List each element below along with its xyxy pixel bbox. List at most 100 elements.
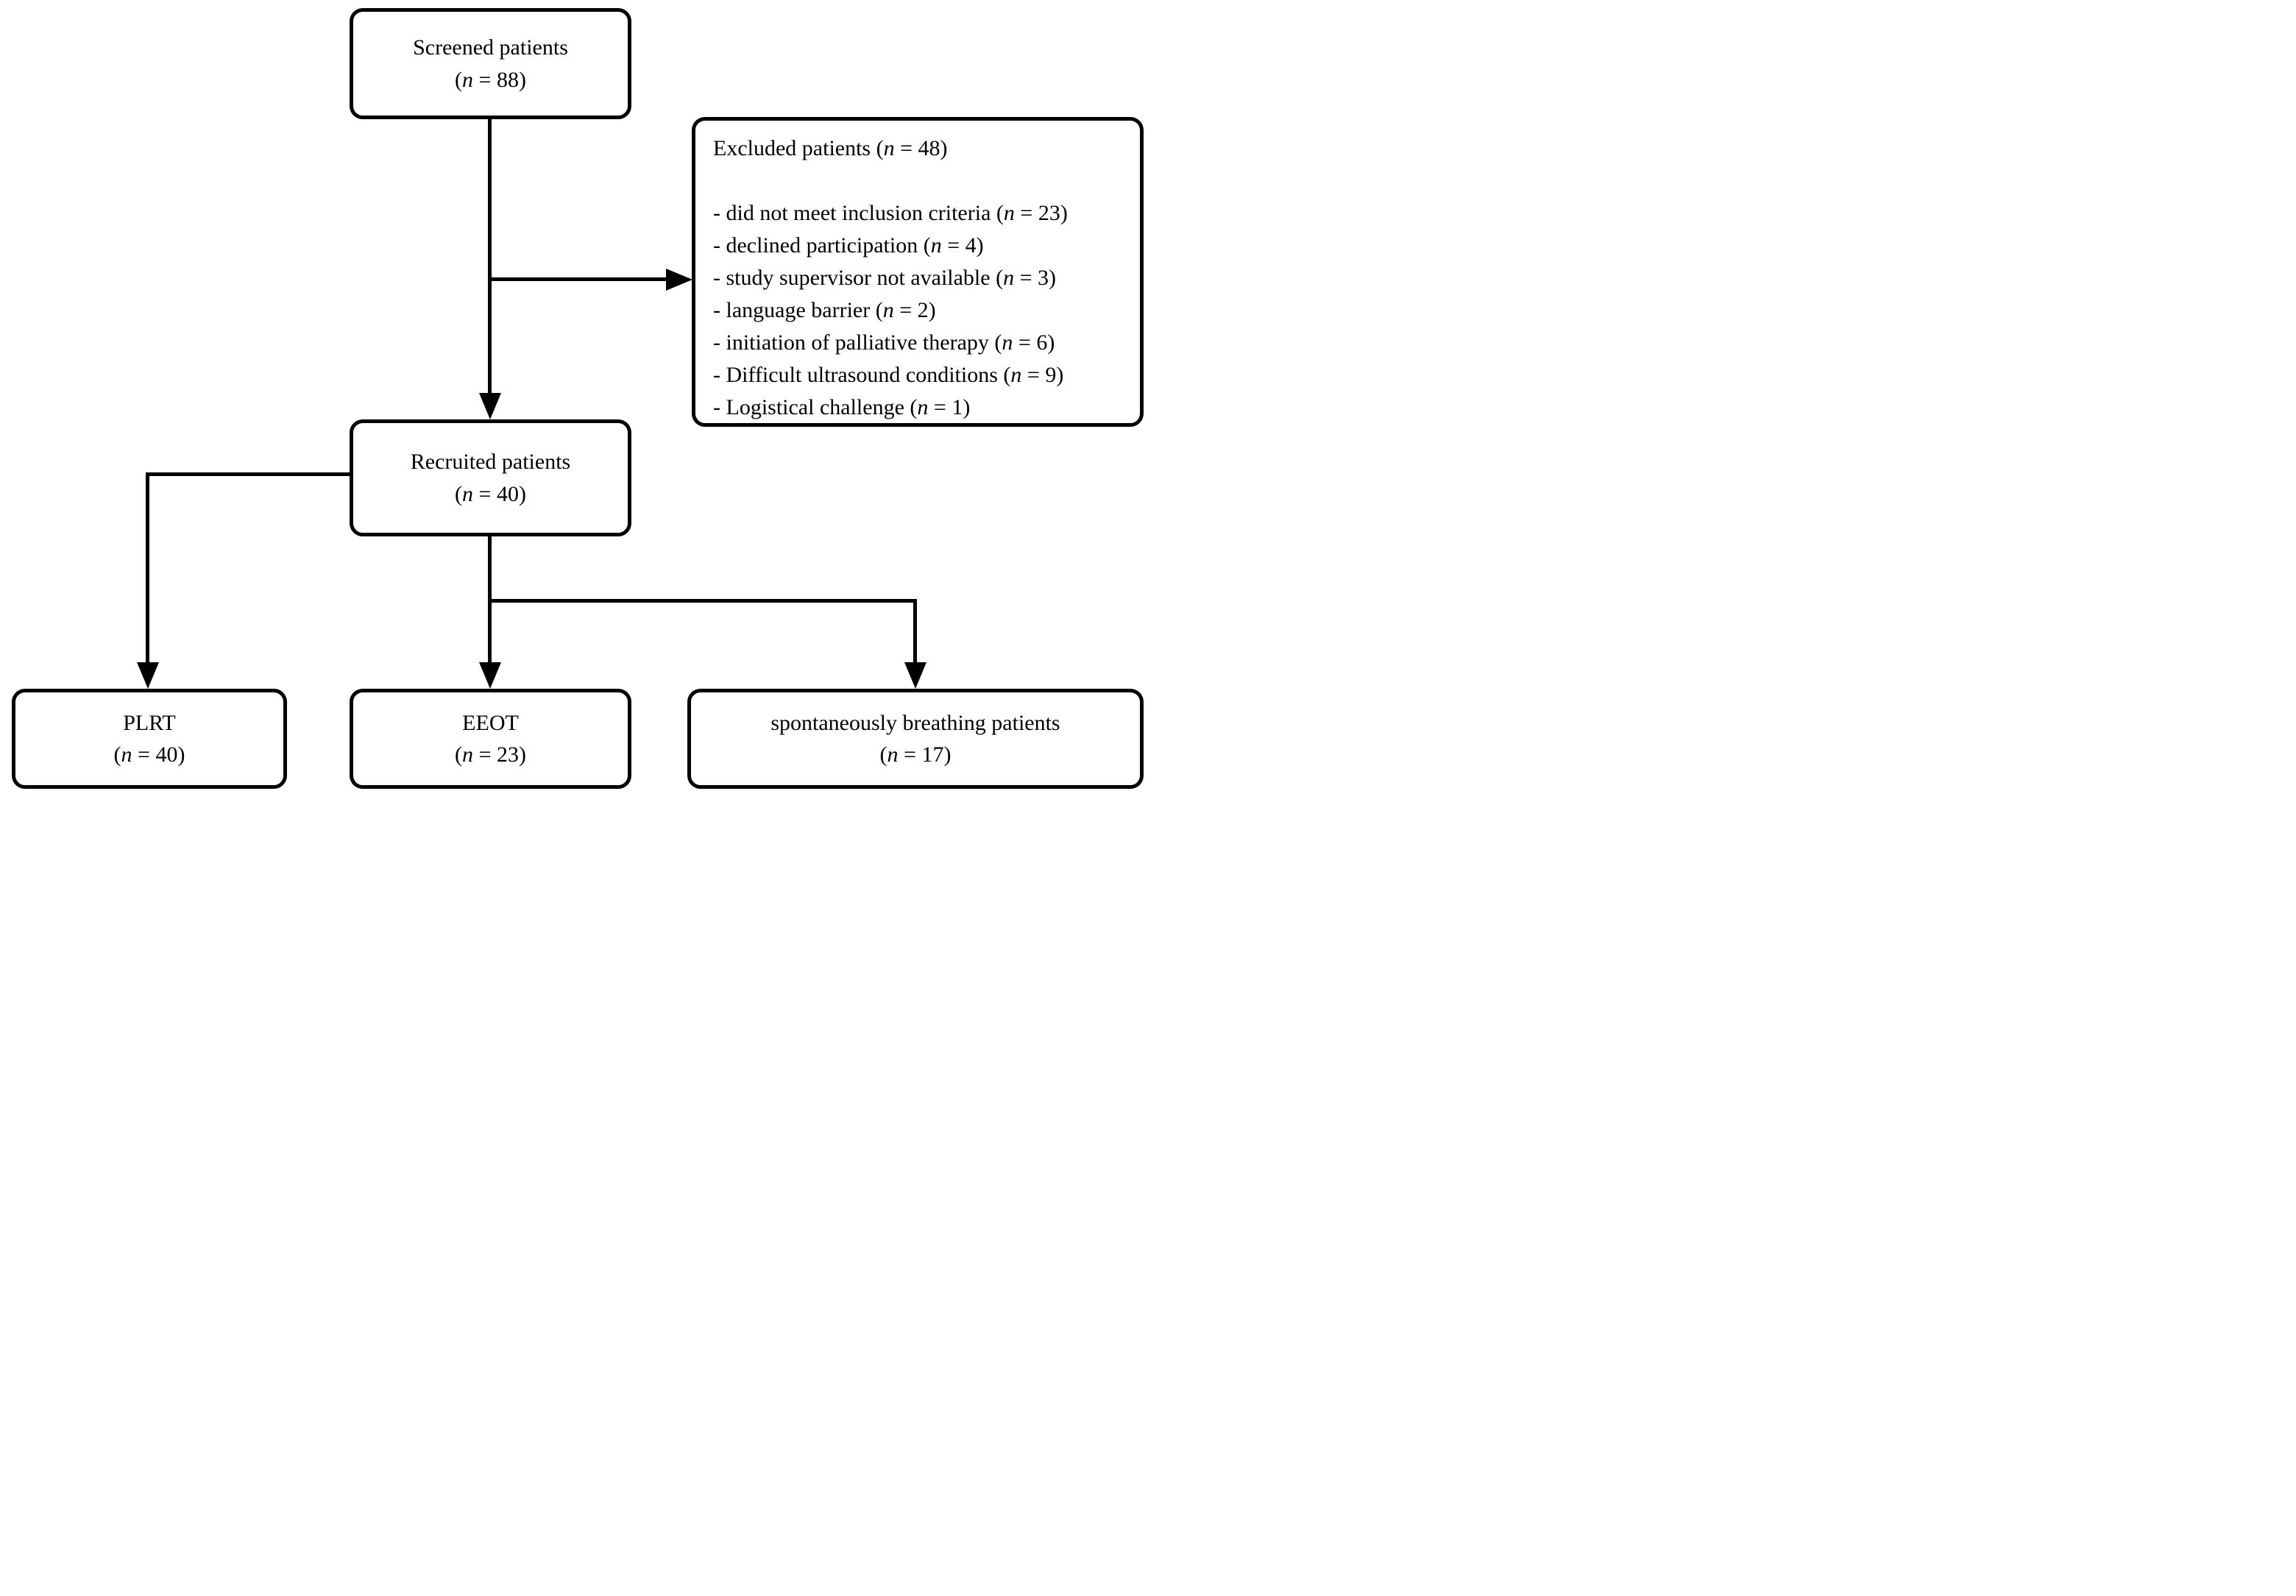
open-paren: ( — [996, 201, 1004, 225]
arrow-right-icon — [666, 269, 692, 291]
excluded-reason-item: - language barrier(n = 2) — [713, 294, 1068, 327]
n-symbol: n — [887, 742, 899, 767]
n-value: 6 — [1036, 330, 1048, 355]
box-title: spontaneously breathing patients — [770, 710, 1060, 735]
n-symbol: n — [1010, 363, 1022, 387]
reason-text: - initiation of palliative therapy — [713, 330, 989, 355]
connector-screened-to-recruited — [488, 119, 492, 394]
n-symbol: n — [883, 136, 895, 160]
close-paren: ) — [963, 395, 971, 419]
equals-sign: = — [928, 395, 952, 419]
close-paren: ) — [1049, 266, 1057, 290]
close-paren: ) — [518, 481, 526, 506]
n-value: 17 — [921, 742, 944, 767]
arrow-down-icon — [479, 662, 501, 689]
equals-sign: = — [473, 742, 497, 767]
equals-sign: = — [894, 136, 918, 160]
close-paren: ) — [518, 67, 526, 92]
sample-size: (n = 40) — [455, 478, 526, 511]
equals-sign: = — [473, 67, 497, 92]
open-paren: ( — [996, 266, 1004, 290]
excluded-patients-box: Excluded patients(n = 48) - did not meet… — [692, 117, 1144, 427]
box-title: EEOT — [462, 710, 519, 735]
reason-text: - did not meet inclusion criteria — [713, 201, 991, 225]
n-value: 2 — [917, 298, 929, 322]
n-value: 23 — [496, 742, 519, 767]
open-paren: ( — [879, 742, 887, 767]
connector-to-excluded — [488, 277, 668, 281]
excluded-reason-item: - study supervisor not available(n = 3) — [713, 262, 1068, 294]
equals-sign: = — [1014, 201, 1038, 225]
excluded-reason-item: - declined participation(n = 4) — [713, 230, 1068, 262]
equals-sign: = — [898, 742, 922, 767]
close-paren: ) — [976, 233, 984, 258]
eeot-box: EEOT (n = 23) — [350, 689, 631, 789]
open-paren: ( — [455, 67, 463, 92]
n-symbol: n — [1003, 266, 1015, 290]
close-paren: ) — [928, 298, 936, 322]
recruited-patients-box: Recruited patients (n = 40) — [350, 419, 631, 536]
screened-patients-box: Screened patients (n = 88) — [350, 8, 631, 119]
n-value: 23 — [1038, 201, 1060, 225]
sample-size: (n = 40) — [114, 739, 185, 771]
excluded-reason-item: - initiation of palliative therapy(n = 6… — [713, 327, 1068, 359]
arrow-down-icon — [479, 393, 501, 419]
connector-recruited-to-spontaneous-horizontal — [488, 599, 915, 603]
excluded-reason-item: - Difficult ultrasound conditions(n = 9) — [713, 359, 1068, 391]
connector-recruited-to-plrt-vertical — [146, 472, 149, 664]
n-value: 40 — [496, 481, 519, 506]
sample-size: (n = 17) — [880, 739, 952, 771]
equals-sign: = — [941, 233, 965, 258]
flow-diagram: Screened patients (n = 88) Excluded pati… — [0, 0, 1148, 798]
close-paren: ) — [1047, 330, 1055, 355]
open-paren: ( — [876, 136, 884, 160]
connector-recruited-to-plrt-horizontal — [146, 472, 350, 476]
n-symbol: n — [462, 481, 474, 506]
n-value: 4 — [965, 233, 977, 258]
equals-sign: = — [132, 742, 156, 767]
n-symbol: n — [121, 742, 132, 767]
reason-text: - declined participation — [713, 233, 918, 258]
open-paren: ( — [1003, 363, 1011, 387]
close-paren: ) — [177, 742, 185, 767]
excluded-reasons-list: - did not meet inclusion criteria(n = 23… — [713, 197, 1068, 424]
equals-sign: = — [893, 298, 918, 322]
close-paren: ) — [1060, 201, 1068, 225]
equals-sign: = — [1021, 363, 1046, 387]
close-paren: ) — [940, 136, 948, 160]
box-title: PLRT — [123, 710, 176, 735]
n-symbol: n — [1002, 330, 1013, 355]
open-paren: ( — [923, 233, 931, 258]
n-value: 88 — [496, 67, 519, 92]
n-symbol: n — [1003, 201, 1015, 225]
n-symbol: n — [930, 233, 942, 258]
close-paren: ) — [943, 742, 952, 767]
n-value: 48 — [918, 136, 940, 160]
n-symbol: n — [462, 742, 474, 767]
equals-sign: = — [1013, 330, 1037, 355]
equals-sign: = — [1014, 266, 1038, 290]
open-paren: ( — [875, 298, 883, 322]
box-title: Screened patients — [413, 35, 568, 60]
plrt-box: PLRT (n = 40) — [12, 689, 287, 789]
sample-size: (n = 23) — [455, 739, 526, 771]
n-symbol: n — [882, 298, 894, 322]
open-paren: ( — [455, 481, 463, 506]
n-symbol: n — [917, 395, 929, 419]
box-title: Excluded patients — [713, 136, 871, 160]
close-paren: ) — [518, 742, 526, 767]
n-value: 9 — [1045, 363, 1057, 387]
spontaneously-breathing-box: spontaneously breathing patients (n = 17… — [687, 689, 1144, 789]
excluded-reason-item: - Logistical challenge(n = 1) — [713, 391, 1068, 424]
arrow-down-icon — [137, 662, 159, 689]
equals-sign: = — [473, 481, 497, 506]
reason-text: - Logistical challenge — [713, 395, 904, 419]
open-paren: ( — [113, 742, 121, 767]
n-value: 40 — [155, 742, 178, 767]
open-paren: ( — [455, 742, 463, 767]
reason-text: - language barrier — [713, 298, 871, 322]
n-symbol: n — [462, 67, 474, 92]
box-title: Recruited patients — [410, 450, 571, 474]
excluded-header: Excluded patients(n = 48) — [713, 132, 948, 165]
open-paren: ( — [910, 395, 918, 419]
